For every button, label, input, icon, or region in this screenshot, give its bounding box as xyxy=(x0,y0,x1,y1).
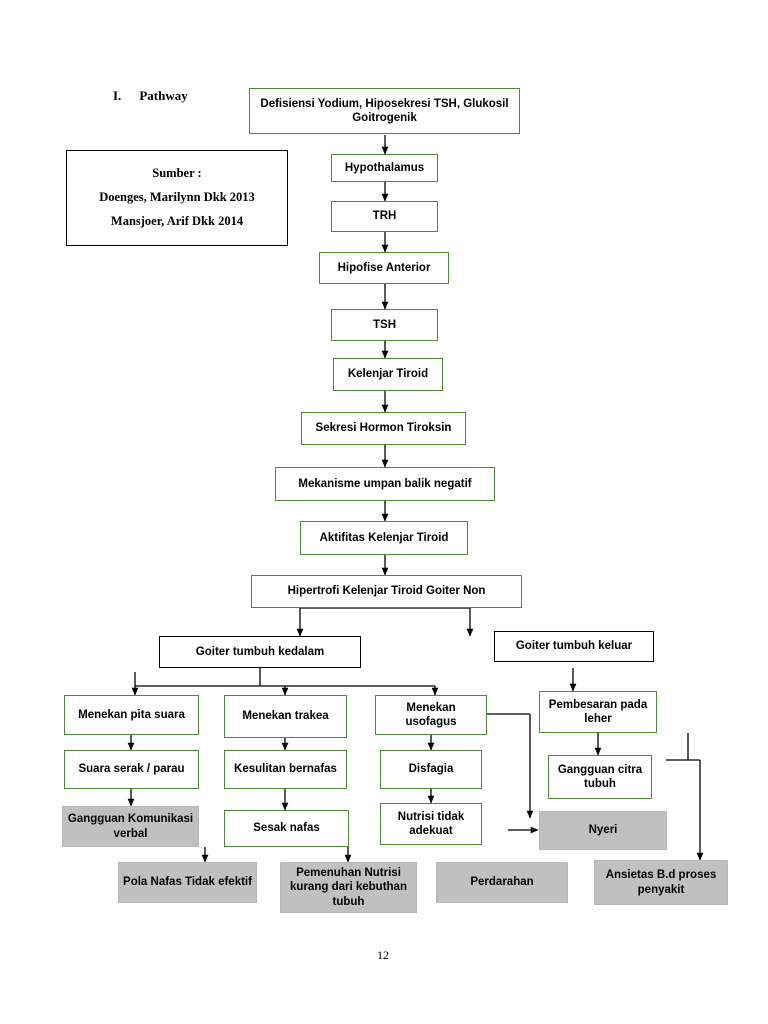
node-perdarahan: Perdarahan xyxy=(436,862,568,903)
node-label: Pembesaran pada leher xyxy=(548,698,648,725)
node-disfagia: Disfagia xyxy=(380,750,482,789)
node-label: Nutrisi tidak adekuat xyxy=(397,810,465,837)
node-label: Goiter tumbuh kedalam xyxy=(195,645,325,658)
node-gangguan-komunikasi-verbal: Gangguan Komunikasi verbal xyxy=(62,806,199,847)
node-label: TSH xyxy=(373,318,396,331)
node-label: Hypothalamus xyxy=(344,161,425,174)
node-label: Kesulitan bernafas xyxy=(234,763,337,776)
node-nyeri: Nyeri xyxy=(539,811,667,850)
node-menekan-trakea: Menekan trakea xyxy=(224,695,347,738)
node-hipertrofi-kelenjar-tiroid: Hipertrofi Kelenjar Tiroid Goiter Non xyxy=(251,575,522,608)
node-label: Gangguan citra tubuh xyxy=(557,763,643,790)
node-pemenuhan-nutrisi: Pemenuhan Nutrisi kurang dari kebuthan t… xyxy=(280,862,417,913)
node-suara-serak-parau: Suara serak / parau xyxy=(64,750,199,789)
node-label: Goiter tumbuh keluar xyxy=(515,640,633,653)
node-label: Sesak nafas xyxy=(253,822,320,835)
node-kesulitan-bernafas: Kesulitan bernafas xyxy=(224,750,347,789)
node-menekan-pita-suara: Menekan pita suara xyxy=(64,695,199,735)
node-label: Aktifitas Kelenjar Tiroid xyxy=(319,531,449,544)
node-label: Pola Nafas Tidak efektif xyxy=(123,876,252,889)
node-label: Kelenjar Tiroid xyxy=(347,368,429,381)
node-sesak-nafas: Sesak nafas xyxy=(224,810,349,847)
node-aktifitas-kelenjar-tiroid: Aktifitas Kelenjar Tiroid xyxy=(300,521,468,555)
node-pembesaran-pada-leher: Pembesaran pada leher xyxy=(539,691,657,733)
node-label: Menekan trakea xyxy=(242,710,329,723)
heading-number: I. xyxy=(113,88,122,103)
node-defisiensi-yodium: Defisiensi Yodium, Hiposekresi TSH, Gluk… xyxy=(249,88,520,134)
node-goiter-tumbuh-keluar: Goiter tumbuh keluar xyxy=(494,631,654,662)
node-sekresi-hormon-tiroksin: Sekresi Hormon Tiroksin xyxy=(301,412,466,445)
node-label: Suara serak / parau xyxy=(78,763,185,776)
node-label: Pemenuhan Nutrisi kurang dari kebuthan t… xyxy=(290,866,407,908)
node-menekan-usofagus: Menekan usofagus xyxy=(375,695,487,735)
node-label: Ansietas B.d proses penyakit xyxy=(605,869,717,896)
source-box: Sumber : Doenges, Marilynn Dkk 2013 Mans… xyxy=(66,150,288,246)
node-hipofise-anterior: Hipofise Anterior xyxy=(319,252,449,284)
page-heading: I. Pathway xyxy=(113,88,188,104)
node-label: Disfagia xyxy=(408,763,454,776)
node-label: Gangguan Komunikasi verbal xyxy=(67,813,194,840)
node-pola-nafas-tidak-efektif: Pola Nafas Tidak efektif xyxy=(118,862,257,903)
node-label: Sekresi Hormon Tiroksin xyxy=(315,422,452,435)
node-label: Hipertrofi Kelenjar Tiroid Goiter Non xyxy=(287,585,486,598)
page-number: 12 xyxy=(377,948,389,962)
node-mekanisme-umpan-balik-negatif: Mekanisme umpan balik negatif xyxy=(275,467,495,501)
node-label: Nyeri xyxy=(588,824,618,837)
node-tsh: TSH xyxy=(331,309,438,341)
node-kelenjar-tiroid: Kelenjar Tiroid xyxy=(333,358,443,391)
node-label: Menekan pita suara xyxy=(78,708,185,721)
node-label: Hipofise Anterior xyxy=(337,261,431,274)
node-hypothalamus: Hypothalamus xyxy=(331,154,438,182)
source-line-1: Doenges, Marilynn Dkk 2013 xyxy=(99,190,255,205)
node-label: TRH xyxy=(372,210,397,223)
node-label: Mekanisme umpan balik negatif xyxy=(298,477,472,490)
node-label: Perdarahan xyxy=(470,876,534,889)
source-line-2: Mansjoer, Arif Dkk 2014 xyxy=(110,213,244,228)
node-trh: TRH xyxy=(331,201,438,232)
source-title: Sumber : xyxy=(152,166,202,181)
node-label: Menekan usofagus xyxy=(405,701,457,728)
node-gangguan-citra-tubuh: Gangguan citra tubuh xyxy=(548,755,652,799)
node-goiter-tumbuh-kedalam: Goiter tumbuh kedalam xyxy=(159,636,361,668)
node-label: Defisiensi Yodium, Hiposekresi TSH, Gluk… xyxy=(260,97,509,124)
node-nutrisi-tidak-adekuat: Nutrisi tidak adekuat xyxy=(380,803,482,845)
node-ansietas-proses-penyakit: Ansietas B.d proses penyakit xyxy=(594,860,728,905)
heading-label: Pathway xyxy=(139,88,188,103)
